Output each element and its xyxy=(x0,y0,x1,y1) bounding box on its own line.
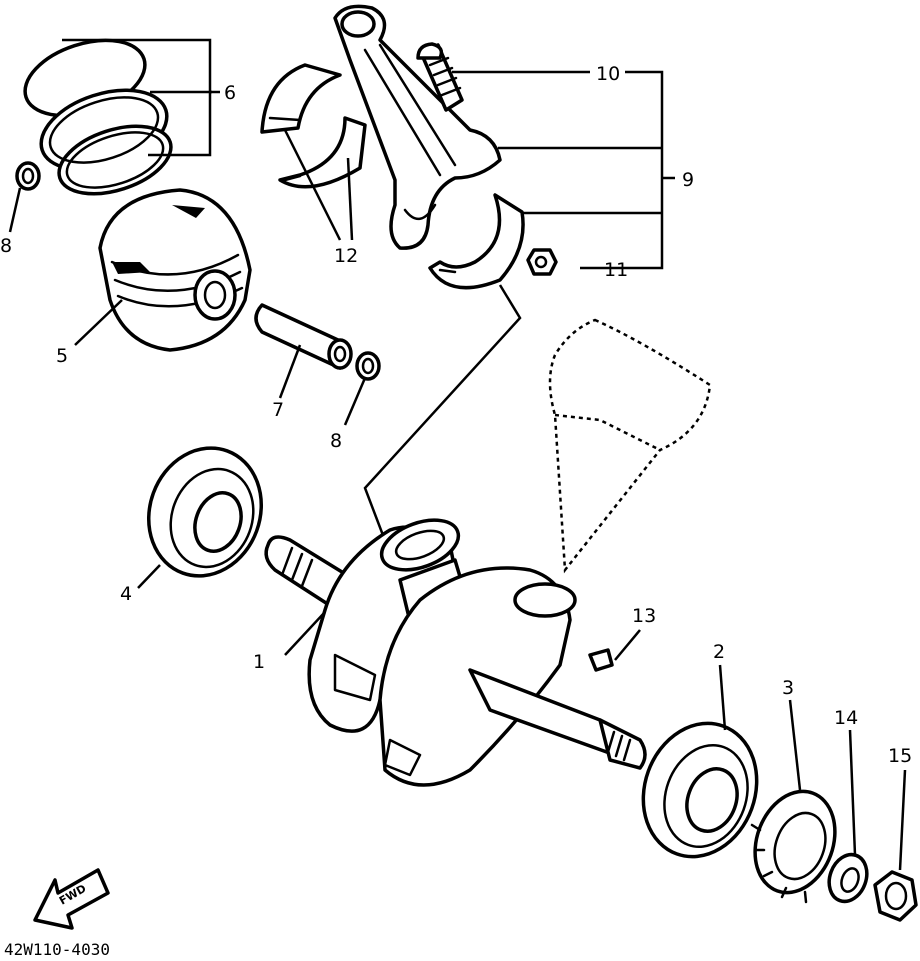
crankshaft xyxy=(264,318,712,787)
piston-clip-left xyxy=(15,161,41,191)
crank-gear xyxy=(750,699,837,904)
callout-14: 14 xyxy=(834,707,858,729)
callout-8-right: 8 xyxy=(330,430,342,452)
callout-6: 6 xyxy=(224,82,236,104)
callout-13: 13 xyxy=(632,605,656,627)
callout-10: 10 xyxy=(596,63,620,85)
callout-5: 5 xyxy=(56,345,68,367)
drawing-code: 42W110-4030 xyxy=(4,940,110,959)
callout-12: 12 xyxy=(334,245,358,267)
fwd-arrow-icon: FWD xyxy=(33,868,110,930)
callout-4: 4 xyxy=(120,583,132,605)
callout-1: 1 xyxy=(253,651,265,673)
callout-3: 3 xyxy=(782,677,794,699)
piston-pin xyxy=(254,303,353,370)
callout-8-left: 8 xyxy=(0,235,12,257)
piston-ring-set xyxy=(23,38,173,196)
piston xyxy=(98,188,252,352)
callout-9: 9 xyxy=(682,169,694,191)
end-nut xyxy=(873,769,918,922)
conrod-nut xyxy=(526,248,558,276)
connecting-rod xyxy=(333,4,525,290)
woodruff-key xyxy=(588,629,641,672)
callout-11: 11 xyxy=(604,259,628,281)
piston-clip-right xyxy=(355,351,381,381)
bearing-left xyxy=(137,446,264,589)
bearing-right xyxy=(641,664,759,859)
big-end-bearings xyxy=(260,63,367,189)
callout-7: 7 xyxy=(272,399,284,421)
callout-15: 15 xyxy=(888,745,912,767)
conrod-bolt xyxy=(416,42,464,112)
washer xyxy=(827,729,869,904)
callout-2: 2 xyxy=(713,641,725,663)
